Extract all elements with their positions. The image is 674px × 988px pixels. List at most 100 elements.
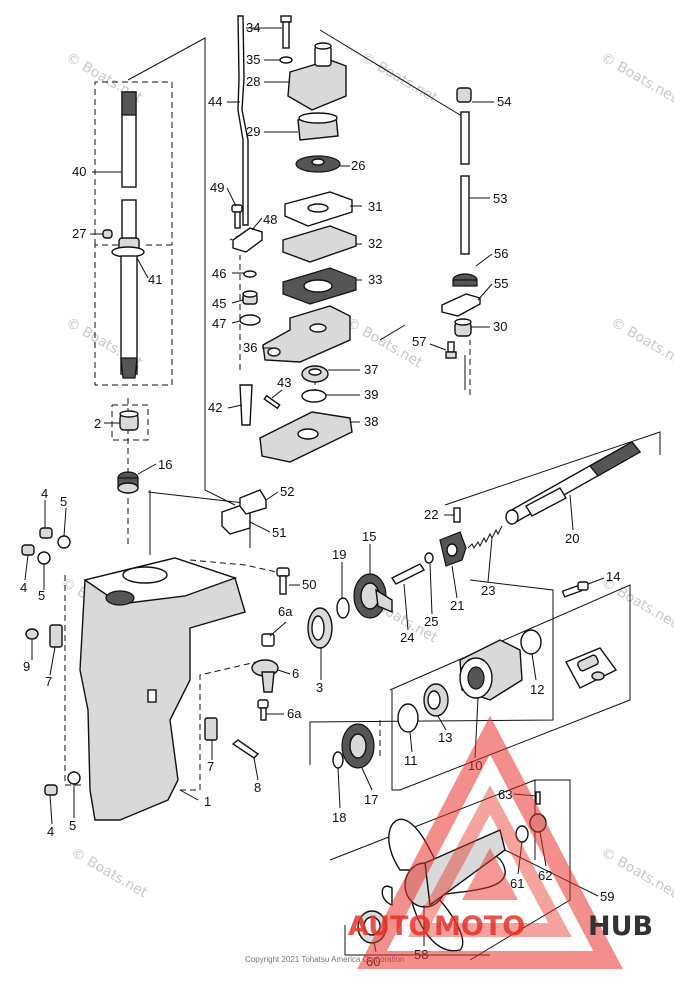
callout-42: 41 xyxy=(148,272,162,287)
callout-6: 6 xyxy=(292,666,299,681)
callout-60: 59 xyxy=(600,889,614,904)
callout-8: 7 xyxy=(45,674,52,689)
drive-shaft xyxy=(102,91,145,379)
callout-12: 11 xyxy=(404,753,418,768)
callout-54: 53 xyxy=(493,191,507,206)
plate-49 xyxy=(232,227,263,253)
water-pump xyxy=(262,15,357,363)
callout-5: 5 xyxy=(38,588,45,603)
callout-52: 51 xyxy=(272,525,286,540)
callout-47: 46 xyxy=(212,266,226,281)
callout-22: 21 xyxy=(450,598,464,613)
gear-16 xyxy=(353,573,393,619)
callout-40: 39 xyxy=(364,387,378,402)
callout-23: 22 xyxy=(424,507,438,522)
lever-6 xyxy=(251,659,279,693)
watermark: © Boats.net xyxy=(68,845,150,902)
seal-38 xyxy=(301,365,329,383)
callout-27: 26 xyxy=(351,158,365,173)
callout-38: 37 xyxy=(364,362,378,377)
impeller-27 xyxy=(295,155,341,173)
watermark: © Boats.net xyxy=(608,315,674,372)
copyright-text: Copyright 2021 Tohatsu America Corporati… xyxy=(245,955,405,964)
callout-6a-label: 6a xyxy=(278,604,293,619)
pin-23 xyxy=(453,507,461,523)
gear-18 xyxy=(341,723,375,769)
gear-case-1 xyxy=(79,557,246,821)
callout-29: 28 xyxy=(246,74,260,89)
callout-64: 63 xyxy=(498,787,512,802)
shift-rod-assembly xyxy=(441,87,481,359)
callout-51: 50 xyxy=(302,577,316,592)
logo-text-hub: HUB xyxy=(588,911,653,942)
logo-triangle-outer xyxy=(357,715,623,969)
callout-20: 19 xyxy=(332,547,346,562)
callout-50: 49 xyxy=(210,180,224,195)
callout-9: 8 xyxy=(254,780,261,795)
callout-33: 32 xyxy=(368,236,382,251)
callout-21: 20 xyxy=(565,531,579,546)
bearing-14 xyxy=(423,683,449,717)
callout-34: 33 xyxy=(368,272,382,287)
shift-rod-45-body xyxy=(237,15,249,226)
callout-30: 29 xyxy=(246,124,260,139)
logo-text-moto: MOTO xyxy=(434,911,525,942)
callout-5: 5 xyxy=(69,818,76,833)
callout-4: 4 xyxy=(20,580,27,595)
washer-47 xyxy=(243,270,257,278)
callout-36: 35 xyxy=(246,52,260,67)
o-ring-40 xyxy=(301,389,327,403)
clamp-53 xyxy=(239,489,267,515)
callout-7: 6a xyxy=(287,706,302,721)
callout-41: 40 xyxy=(72,164,86,179)
bolt-51 xyxy=(276,567,290,595)
callout-31: 30 xyxy=(493,319,507,334)
callout-25: 24 xyxy=(400,630,414,645)
automotohub-logo: AUTO MOTO HUB xyxy=(348,715,653,969)
bearing-2 xyxy=(119,410,139,431)
callout-37: 36 xyxy=(243,340,257,355)
logo-triangle-core xyxy=(462,848,518,900)
logo-text-auto: AUTO xyxy=(348,911,431,942)
callout-17: 16 xyxy=(158,457,172,472)
callout-48: 47 xyxy=(212,316,226,331)
bolt-50 xyxy=(231,204,243,229)
callout-3: 3 xyxy=(316,680,323,695)
callout-15: 14 xyxy=(606,569,620,584)
pinion-gear-17 xyxy=(117,471,139,494)
washer-13 xyxy=(520,629,542,655)
callout-10: 9 xyxy=(23,659,30,674)
callout-5: 5 xyxy=(60,494,67,509)
pin-64 xyxy=(535,791,541,805)
callout-19: 18 xyxy=(332,810,346,825)
bearing-3 xyxy=(307,607,333,649)
callout-39: 38 xyxy=(364,414,378,429)
anode-8-lower xyxy=(204,717,218,741)
grommet-46 xyxy=(242,290,258,305)
bolt-7 xyxy=(257,699,269,721)
callout-28: 27 xyxy=(72,226,86,241)
logo-triangle-inner xyxy=(408,785,572,937)
carrier-11 xyxy=(459,639,523,701)
callout-57: 56 xyxy=(494,246,508,261)
watermark: © Boats.net xyxy=(598,50,674,107)
shim-19 xyxy=(332,751,344,769)
callout-35: 34 xyxy=(246,20,260,35)
o-ring-48 xyxy=(239,314,261,326)
callout-44: 43 xyxy=(277,375,291,390)
bolt-15 xyxy=(561,581,589,598)
pin-25 xyxy=(390,563,426,585)
callout-4: 4 xyxy=(41,486,48,501)
callout-24: 23 xyxy=(481,583,495,598)
callout-14: 13 xyxy=(438,730,452,745)
callout-49: 48 xyxy=(263,212,277,227)
callout-18: 17 xyxy=(364,792,378,807)
callout-53: 52 xyxy=(280,484,294,499)
callout-26: 25 xyxy=(424,614,438,629)
o-ring-12 xyxy=(397,703,419,733)
callout-13: 12 xyxy=(530,682,544,697)
propeller-shaft-21 xyxy=(505,441,642,525)
callout-62: 61 xyxy=(510,876,524,891)
callout-labels: 34 35 28 44 29 26 49 31 48 32 46 33 45 4… xyxy=(20,20,620,969)
bolts-4-5 xyxy=(21,527,81,796)
